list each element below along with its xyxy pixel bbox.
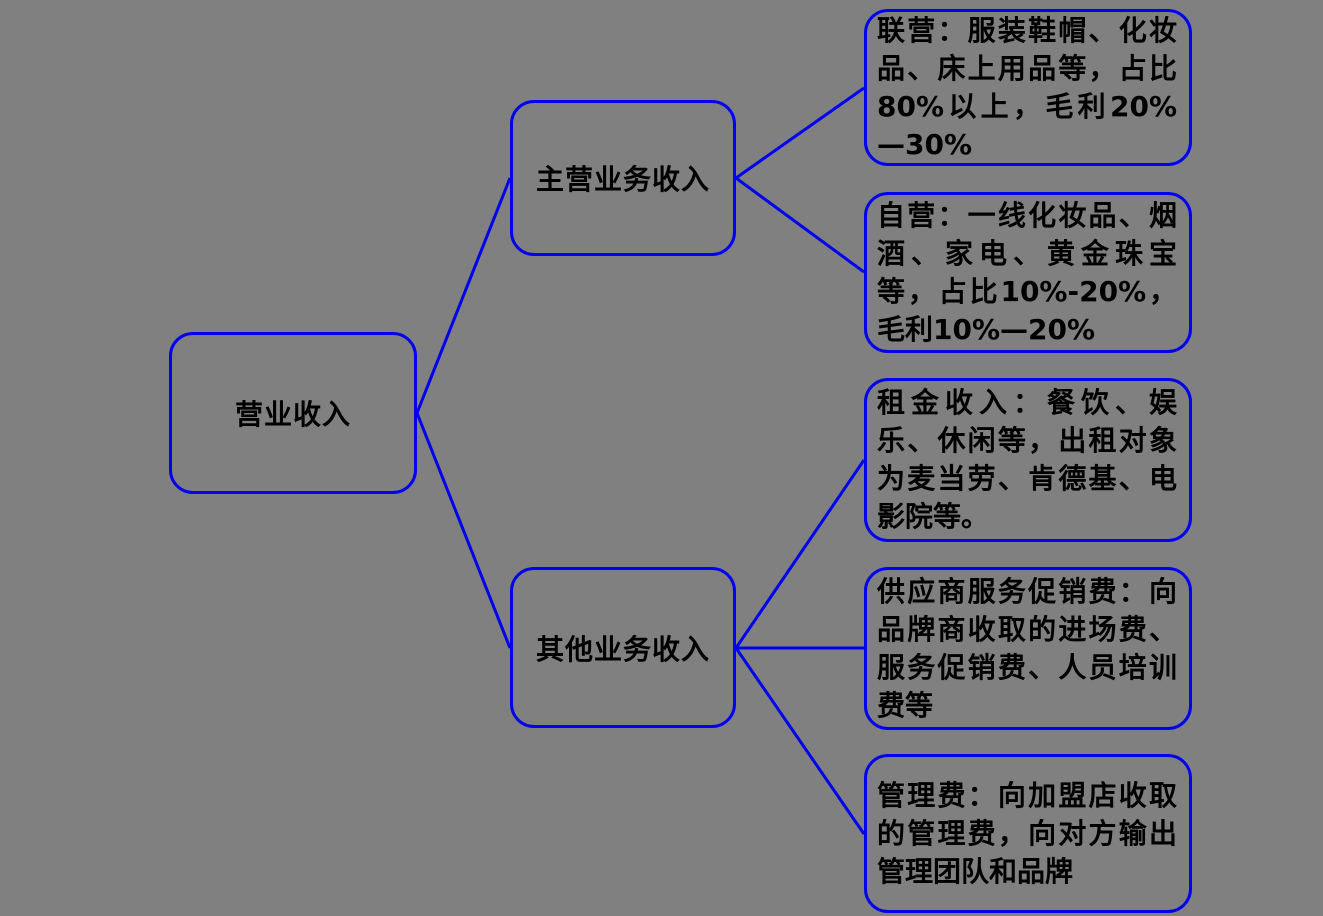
node-other-business-revenue: 其他业务收入 [510, 567, 736, 728]
node-rental-income: 租金收入：餐饮、娱乐、休闲等，出租对象为麦当劳、肯德基、电影院等。 [864, 378, 1192, 542]
connector-main-to-joint-operation [735, 86, 865, 180]
node-operating-revenue: 营业收入 [169, 332, 417, 494]
node-main-business-revenue-label: 主营业务收入 [535, 163, 710, 196]
node-supplier-service-fees-text: 供应商服务促销费：向品牌商收取的进场费、服务促销费、人员培训费等 [877, 574, 1177, 722]
node-self-operation: 自营：一线化妆品、烟酒、家电、黄金珠宝等，占比10%-20%，毛利10%—20% [864, 192, 1192, 353]
connector-main-to-self-operation [735, 176, 865, 274]
node-main-business-revenue: 主营业务收入 [510, 100, 736, 256]
connector-other-to-management-fees [734, 647, 866, 835]
connector-root-to-main-revenue [415, 177, 512, 414]
node-rental-income-text: 租金收入：餐饮、娱乐、休闲等，出租对象为麦当劳、肯德基、电影院等。 [877, 386, 1177, 533]
node-management-fees: 管理费：向加盟店收取的管理费，向对方输出管理团队和品牌 [864, 754, 1192, 913]
connector-root-to-other-revenue [415, 412, 512, 649]
node-joint-operation: 联营：服装鞋帽、化妆品、床上用品等，占比80%以上，毛利20%—30% [864, 9, 1192, 166]
node-supplier-service-fees: 供应商服务促销费：向品牌商收取的进场费、服务促销费、人员培训费等 [864, 567, 1192, 730]
node-management-fees-text: 管理费：向加盟店收取的管理费，向对方输出管理团队和品牌 [877, 778, 1177, 888]
node-other-business-revenue-label: 其他业务收入 [535, 632, 710, 666]
node-joint-operation-text: 联营：服装鞋帽、化妆品、床上用品等，占比80%以上，毛利20%—30% [877, 13, 1177, 161]
connector-other-to-rental-income [734, 459, 866, 649]
node-self-operation-text: 自营：一线化妆品、烟酒、家电、黄金珠宝等，占比10%-20%，毛利10%—20% [877, 198, 1177, 346]
node-operating-revenue-label: 营业收入 [234, 398, 351, 431]
